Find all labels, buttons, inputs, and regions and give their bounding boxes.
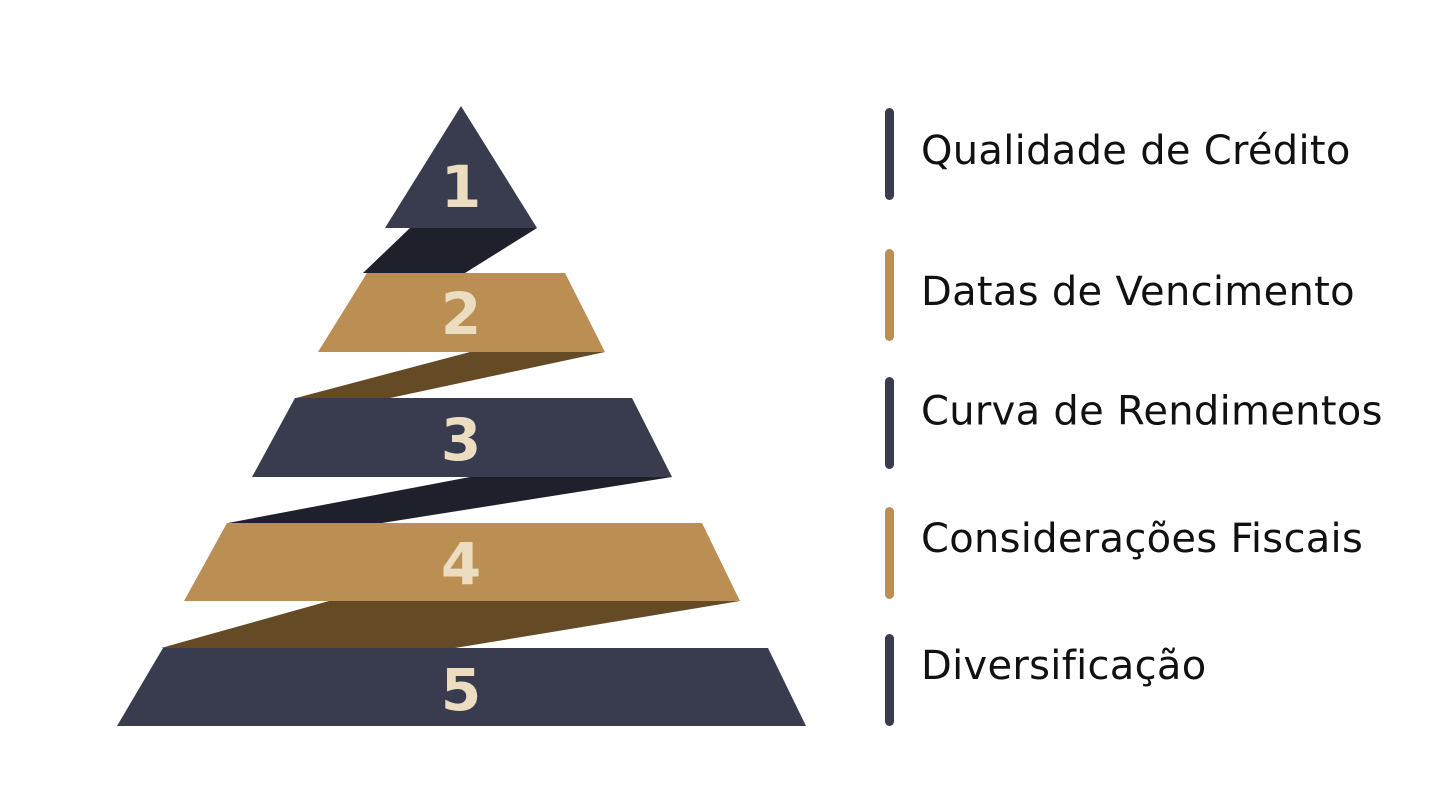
- connector-3-4: [228, 477, 672, 523]
- legend-label: Curva de Rendimentos: [921, 388, 1383, 435]
- pyramid-level-3: 3: [252, 398, 672, 477]
- connector-1-2: [363, 228, 537, 273]
- legend-bar-navy: [885, 634, 894, 726]
- legend-label: Considerações Fiscais: [921, 516, 1364, 563]
- legend-label: Diversificação: [921, 643, 1207, 690]
- pyramid-level-1: 1: [385, 106, 537, 228]
- level-number-1: 1: [441, 153, 481, 221]
- legend-label: Datas de Vencimento: [921, 269, 1355, 316]
- legend-bar-navy: [885, 108, 894, 200]
- pyramid-level-2: 2: [318, 273, 605, 352]
- pyramid-level-5: 5: [117, 648, 806, 726]
- legend-bar-gold: [885, 507, 894, 599]
- legend-bar-navy: [885, 377, 894, 469]
- level-number-3: 3: [441, 406, 481, 474]
- level-number-2: 2: [441, 280, 481, 348]
- connector-2-3: [296, 352, 605, 398]
- connector-4-5: [161, 601, 740, 648]
- legend-label: Qualidade de Crédito: [921, 128, 1351, 175]
- pyramid-level-4: 4: [184, 523, 740, 601]
- level-number-4: 4: [441, 530, 481, 598]
- level-number-5: 5: [441, 656, 481, 724]
- legend-bar-gold: [885, 249, 894, 341]
